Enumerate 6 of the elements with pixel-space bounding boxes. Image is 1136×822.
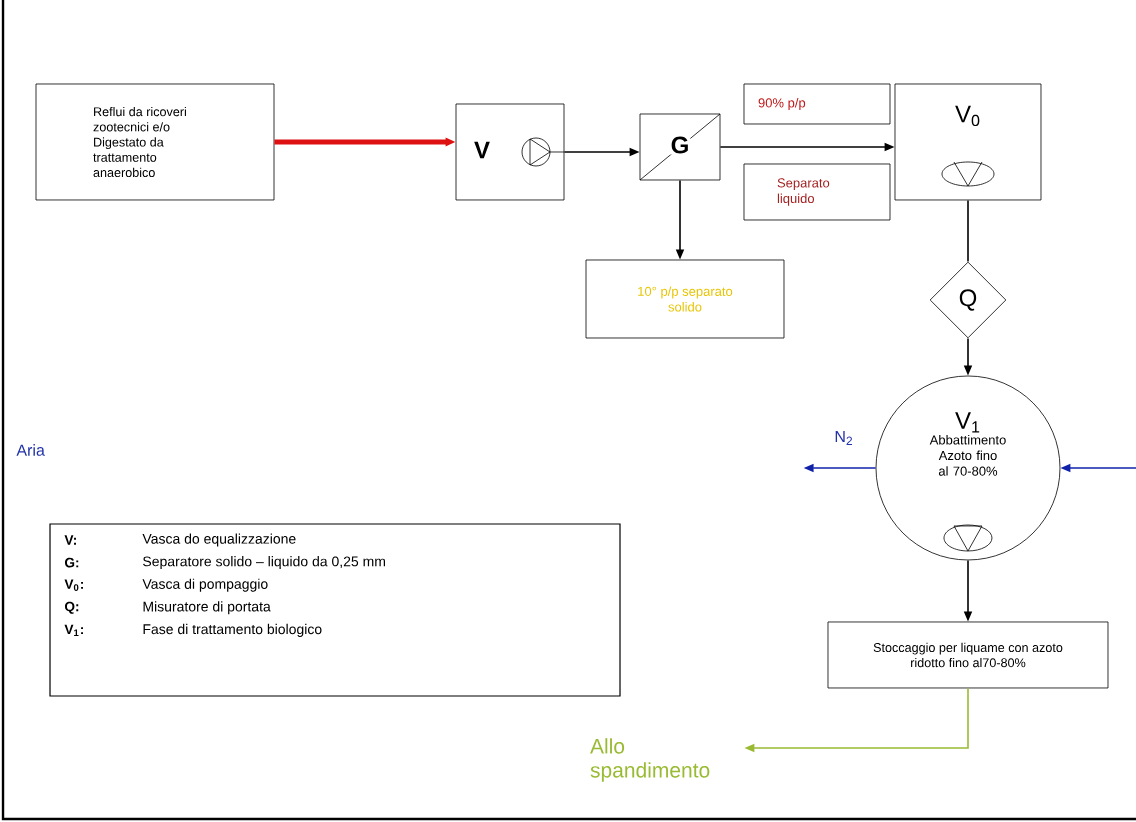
tank-box: V$_{0}$ (894, 83, 1042, 201)
edge-label: N$_{2}$ (832, 429, 856, 447)
separator-box: G (639, 113, 721, 181)
outlet-label: Allo spandimento (590, 738, 710, 782)
pump-tank-box: V (455, 103, 565, 201)
side-label: Aria (16, 444, 45, 456)
